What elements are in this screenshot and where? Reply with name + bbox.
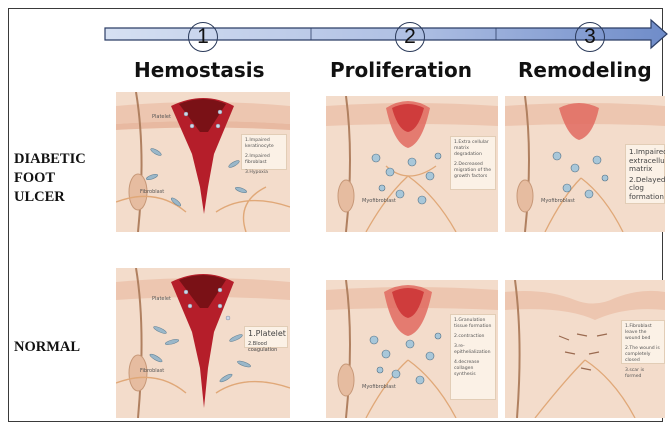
note-dfu-hemostasis-item-3: 3.Hypoxia — [245, 170, 283, 176]
panel-normal-hemostasis: Platelet Fibroblast 1.Platelet 2.Blood c… — [116, 268, 290, 418]
panel-dfu-remodeling: Myofibroblast 1.Impaired extracellular m… — [505, 96, 665, 232]
note-normal-hemostasis: 1.Platelet 2.Blood coagulation — [244, 326, 288, 348]
stage-3-title: Remodeling — [518, 58, 652, 82]
platelet-label-dfu: Platelet — [152, 114, 171, 120]
note-dfu-hemostasis-item-1: 1.Impaired keratinocyte — [245, 138, 283, 150]
note-normal-proliferation-item-1: 1.Granulation tissue formation — [454, 318, 492, 330]
note-dfu-hemostasis-item-2: 2.Impaired fibroblast — [245, 154, 283, 166]
note-normal-hemostasis-item-1: 1.Platelet — [248, 330, 284, 339]
stage-3-number: 3 — [575, 22, 605, 52]
note-normal-proliferation: 1.Granulation tissue formation 2.contrac… — [450, 314, 496, 400]
note-normal-proliferation-item-4: 4.decrease collagen synthesis — [454, 360, 492, 378]
note-normal-hemostasis-item-2: 2.Blood coagulation — [248, 341, 284, 353]
stage-2-number: 2 — [395, 22, 425, 52]
note-dfu-remodeling-item-1: 1.Impaired extracellular matrix — [629, 148, 661, 174]
row-label-diabetic-line-2: FOOT — [14, 169, 86, 188]
panel-normal-proliferation: Myofibroblast 1.Granulation tissue forma… — [326, 280, 498, 418]
note-dfu-proliferation-item-2: 2.Decreased migration of the growth fact… — [454, 162, 492, 180]
myofibroblast-label-normal-2: Myofibroblast — [362, 384, 396, 390]
note-dfu-proliferation: 1.Extra cellular matrix degradation 2.De… — [450, 136, 496, 190]
note-normal-proliferation-item-2: 2.contraction — [454, 334, 492, 340]
fibroblast-label-dfu: Fibroblast — [140, 189, 164, 195]
myofibroblast-label-dfu-2: Myofibroblast — [362, 198, 396, 204]
note-normal-remodeling: 1.Fibroblast leave the wound bed 2.The w… — [621, 320, 665, 364]
myofibroblast-label-dfu-3: Myofibroblast — [541, 198, 575, 204]
row-label-diabetic: DIABETIC FOOT ULCER — [14, 150, 86, 207]
panel-normal-remodeling: 1.Fibroblast leave the wound bed 2.The w… — [505, 280, 665, 418]
panel-dfu-hemostasis: Platelet Fibroblast 1.Impaired keratinoc… — [116, 92, 290, 232]
row-label-diabetic-line-3: ULCER — [14, 188, 86, 207]
stage-1-title: Hemostasis — [134, 58, 265, 82]
note-normal-proliferation-item-3: 3.re-epithelialization — [454, 344, 492, 356]
note-dfu-hemostasis: 1.Impaired keratinocyte 2.Impaired fibro… — [241, 134, 287, 170]
row-label-diabetic-line-1: DIABETIC — [14, 150, 86, 169]
note-dfu-remodeling-item-2: 2.Delayed clog formation — [629, 176, 661, 202]
note-dfu-proliferation-item-1: 1.Extra cellular matrix degradation — [454, 140, 492, 158]
fibroblast-label-normal: Fibroblast — [140, 368, 164, 374]
note-dfu-remodeling: 1.Impaired extracellular matrix 2.Delaye… — [625, 144, 665, 204]
stage-1-number: 1 — [188, 22, 218, 52]
panel-dfu-proliferation: Myofibroblast 1.Extra cellular matrix de… — [326, 96, 498, 232]
note-normal-remodeling-item-1: 1.Fibroblast leave the wound bed — [625, 324, 661, 342]
row-label-normal: NORMAL — [14, 338, 80, 357]
stage-2-title: Proliferation — [330, 58, 472, 82]
note-normal-remodeling-item-3: 3.scar is formed — [625, 368, 661, 380]
platelet-label-normal: Platelet — [152, 296, 171, 302]
note-normal-remodeling-item-2: 2.The wound is completely closed — [625, 346, 661, 364]
